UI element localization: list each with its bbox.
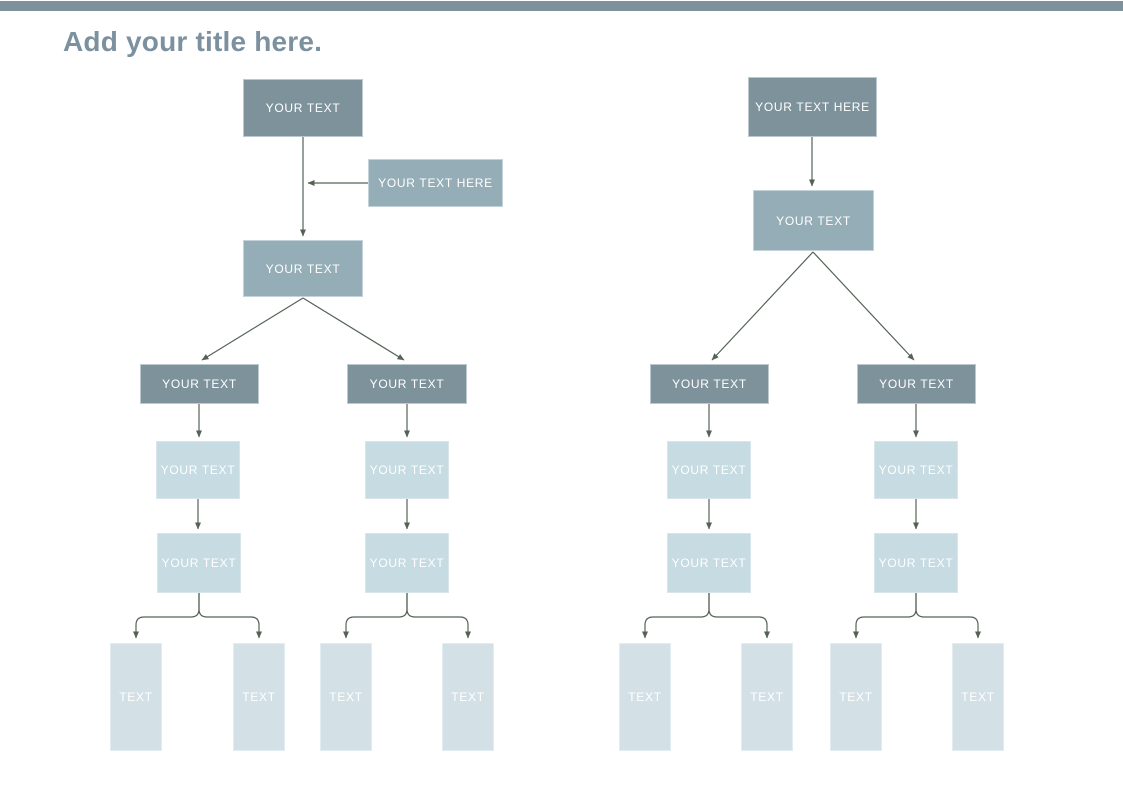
left-tree-level1-box[interactable]: YOUR TEXT bbox=[243, 79, 363, 137]
left-tree-level3-box-2[interactable]: YOUR TEXT bbox=[347, 364, 467, 404]
right-tree-level3-box-1[interactable]: YOUR TEXT bbox=[650, 364, 769, 404]
left-tree-leaf-box-1[interactable]: TEXT bbox=[110, 643, 162, 751]
right-tree-leaf-box-2[interactable]: TEXT bbox=[741, 643, 793, 751]
left-tree-level5-box-2[interactable]: YOUR TEXT bbox=[365, 533, 449, 593]
right-tree-level4-box-2[interactable]: YOUR TEXT bbox=[874, 441, 958, 499]
right-tree-level4-box-1[interactable]: YOUR TEXT bbox=[667, 441, 751, 499]
left-tree-leaf-box-2[interactable]: TEXT bbox=[233, 643, 285, 751]
left-tree-level2-box[interactable]: YOUR TEXT bbox=[243, 240, 363, 297]
right-tree-level1-box[interactable]: YOUR TEXT HERE bbox=[748, 77, 877, 137]
right-tree-level2-box[interactable]: YOUR TEXT bbox=[753, 190, 874, 251]
right-tree-level5-box-2[interactable]: YOUR TEXT bbox=[874, 533, 958, 593]
left-tree-callout-box[interactable]: YOUR TEXT HERE bbox=[368, 159, 503, 207]
left-tree-level3-box-1[interactable]: YOUR TEXT bbox=[140, 364, 259, 404]
right-tree-level5-box-1[interactable]: YOUR TEXT bbox=[667, 533, 751, 593]
right-tree-leaf-box-1[interactable]: TEXT bbox=[619, 643, 671, 751]
right-tree-level3-box-2[interactable]: YOUR TEXT bbox=[857, 364, 976, 404]
left-tree-level4-box-2[interactable]: YOUR TEXT bbox=[365, 441, 449, 499]
top-accent-bar bbox=[0, 1, 1123, 11]
page-title[interactable]: Add your title here. bbox=[63, 26, 323, 57]
left-tree-leaf-box-3[interactable]: TEXT bbox=[320, 643, 372, 751]
right-tree-leaf-box-4[interactable]: TEXT bbox=[952, 643, 1004, 751]
left-tree-leaf-box-4[interactable]: TEXT bbox=[442, 643, 494, 751]
right-tree-leaf-box-3[interactable]: TEXT bbox=[830, 643, 882, 751]
left-tree-level5-box-1[interactable]: YOUR TEXT bbox=[157, 533, 241, 593]
left-tree-level4-box-1[interactable]: YOUR TEXT bbox=[156, 441, 240, 499]
